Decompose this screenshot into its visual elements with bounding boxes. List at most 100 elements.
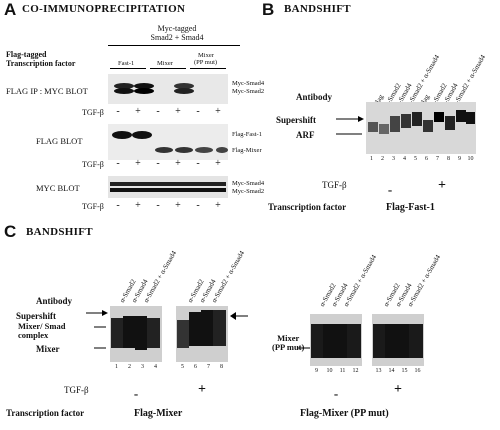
- c-minus-left: -: [133, 386, 139, 401]
- lane-number: 9: [458, 156, 461, 162]
- col-pp-mut: (PP mut): [194, 59, 218, 66]
- mixer-pp-line1: Mixer: [277, 333, 300, 343]
- c-gel-mid: [176, 306, 228, 362]
- lane-number: 5: [181, 364, 184, 370]
- b-tf-label: Transcription factor: [268, 202, 347, 212]
- c-gel-r1: [310, 314, 362, 366]
- lane-number: 5: [414, 156, 417, 162]
- c-ab-mid-3: α-Smad2 + α-Smad4: [210, 249, 247, 304]
- blot1-band-smad4: Myc-Smad4: [232, 80, 265, 87]
- myc-header-line1: Myc-tagged: [157, 24, 197, 33]
- panel-a-letter: A: [4, 0, 17, 19]
- c-right-marker: [298, 347, 310, 349]
- lane-number: 2: [128, 364, 131, 370]
- b-minus: -: [387, 182, 393, 197]
- lane-number: 1: [115, 364, 118, 370]
- b-arf-label: ARF: [296, 130, 315, 140]
- lane-number: 4: [154, 364, 157, 370]
- lane-number: 7: [436, 156, 439, 162]
- lane-number: 11: [339, 368, 346, 374]
- c-ab-r1-3: α-Smad2 + α-Smad4: [342, 253, 379, 308]
- flag-tf-label: Flag-tagged Transcription factor: [6, 50, 75, 68]
- b-tgf-label: TGF-β: [322, 180, 347, 190]
- lane-number: 1: [370, 156, 373, 162]
- sign: +: [135, 200, 141, 211]
- blot2-band-mixer: Flag-Mixer: [232, 147, 262, 154]
- flag-tf-line2: Transcription factor: [6, 59, 76, 68]
- b-lane-numbers: 1 2 3 4 5 6 7 8 9 10: [366, 156, 476, 162]
- lane-number: 10: [467, 156, 474, 162]
- sign: +: [215, 106, 221, 117]
- c-tgf-label: TGF-β: [64, 385, 89, 395]
- lane-number: 8: [220, 364, 223, 370]
- sign: -: [196, 106, 200, 117]
- sign: +: [175, 106, 181, 117]
- c-mixer-label: Mixer: [36, 344, 60, 354]
- flag-tf-line1: Flag-tagged: [6, 50, 47, 59]
- lane-number: 12: [352, 368, 359, 374]
- panel-c-title: BANDSHIFT: [26, 226, 93, 238]
- sign: -: [116, 158, 120, 169]
- c-lanes-r2: 13 14 15 16: [372, 368, 424, 374]
- c-tf-label: Transcription factor: [6, 408, 85, 418]
- blot3-band-smad4: Myc-Smad4: [232, 180, 265, 187]
- complex-line2: complex: [18, 330, 49, 340]
- b-plus: +: [438, 178, 446, 193]
- myc-header-line2: Smad2 + Smad4: [150, 33, 204, 42]
- sign: +: [175, 200, 181, 211]
- blot1-tgf: TGF-β: [82, 108, 104, 117]
- c-mixer-pp-label: Mixer (PP mut): [272, 334, 304, 352]
- blot3-label: MYC BLOT: [36, 183, 80, 193]
- c-plus-right: +: [394, 382, 402, 397]
- col-rule-1: [110, 68, 146, 69]
- panel-b-letter: B: [262, 0, 275, 19]
- sign: -: [156, 158, 160, 169]
- c-gel-r2: [372, 314, 424, 366]
- b-antibody-label: Antibody: [296, 92, 333, 102]
- c-tf-left: Flag-Mixer: [134, 408, 183, 419]
- c-antibody-label: Antibody: [36, 296, 73, 306]
- lane-number: 4: [403, 156, 406, 162]
- c-lanes-left: 1 2 3 4: [110, 364, 162, 370]
- lane-number: 6: [194, 364, 197, 370]
- lane-number: 10: [326, 368, 333, 374]
- lane-number: 9: [315, 368, 318, 374]
- blot1-band-smad2: Myc-Smad2: [232, 88, 265, 95]
- b-tf-value: Flag-Fast-1: [386, 202, 435, 213]
- sign: -: [116, 106, 120, 117]
- complex-line1: Mixer/ Smad: [18, 321, 66, 331]
- col-rule-3: [190, 68, 226, 69]
- sign: +: [175, 158, 181, 169]
- c-gel-left: [110, 306, 162, 362]
- b-gel: [366, 102, 476, 154]
- lane-number: 13: [375, 368, 382, 374]
- blot3-signs: - + - + - +: [108, 200, 228, 211]
- c-left-markers: [86, 310, 108, 349]
- sign: -: [196, 200, 200, 211]
- lane-number: 8: [447, 156, 450, 162]
- blot3-tgf: TGF-β: [82, 202, 104, 211]
- blot3-gel: [108, 176, 228, 198]
- c-tf-right: Flag-Mixer (PP mut): [300, 408, 389, 419]
- lane-number: 3: [141, 364, 144, 370]
- blot2-tgf: TGF-β: [82, 160, 104, 169]
- blot2-label: FLAG BLOT: [36, 136, 83, 146]
- col-rule-2: [150, 68, 186, 69]
- sign: -: [156, 106, 160, 117]
- lane-number: 3: [392, 156, 395, 162]
- panel-c-letter: C: [4, 222, 17, 241]
- b-ab-both-2: α-Smad2 + α-Smad4: [451, 53, 488, 108]
- blot2-signs: - + - + - +: [108, 158, 228, 169]
- lane-number: 14: [388, 368, 395, 374]
- blot3-band-smad2: Myc-Smad2: [232, 188, 265, 195]
- lane-number: 15: [401, 368, 408, 374]
- blot1-gel: [108, 74, 228, 104]
- b-supershift-label: Supershift: [276, 115, 317, 125]
- mixer-pp-line2: (PP mut): [272, 342, 305, 352]
- blot2-band-fast1: Flag-Fast-1: [232, 131, 262, 138]
- sign: +: [135, 158, 141, 169]
- c-lanes-mid: 5 6 7 8: [176, 364, 228, 370]
- col-fast1: Fast-1: [118, 60, 135, 67]
- c-minus-right: -: [333, 386, 339, 401]
- sign: -: [196, 158, 200, 169]
